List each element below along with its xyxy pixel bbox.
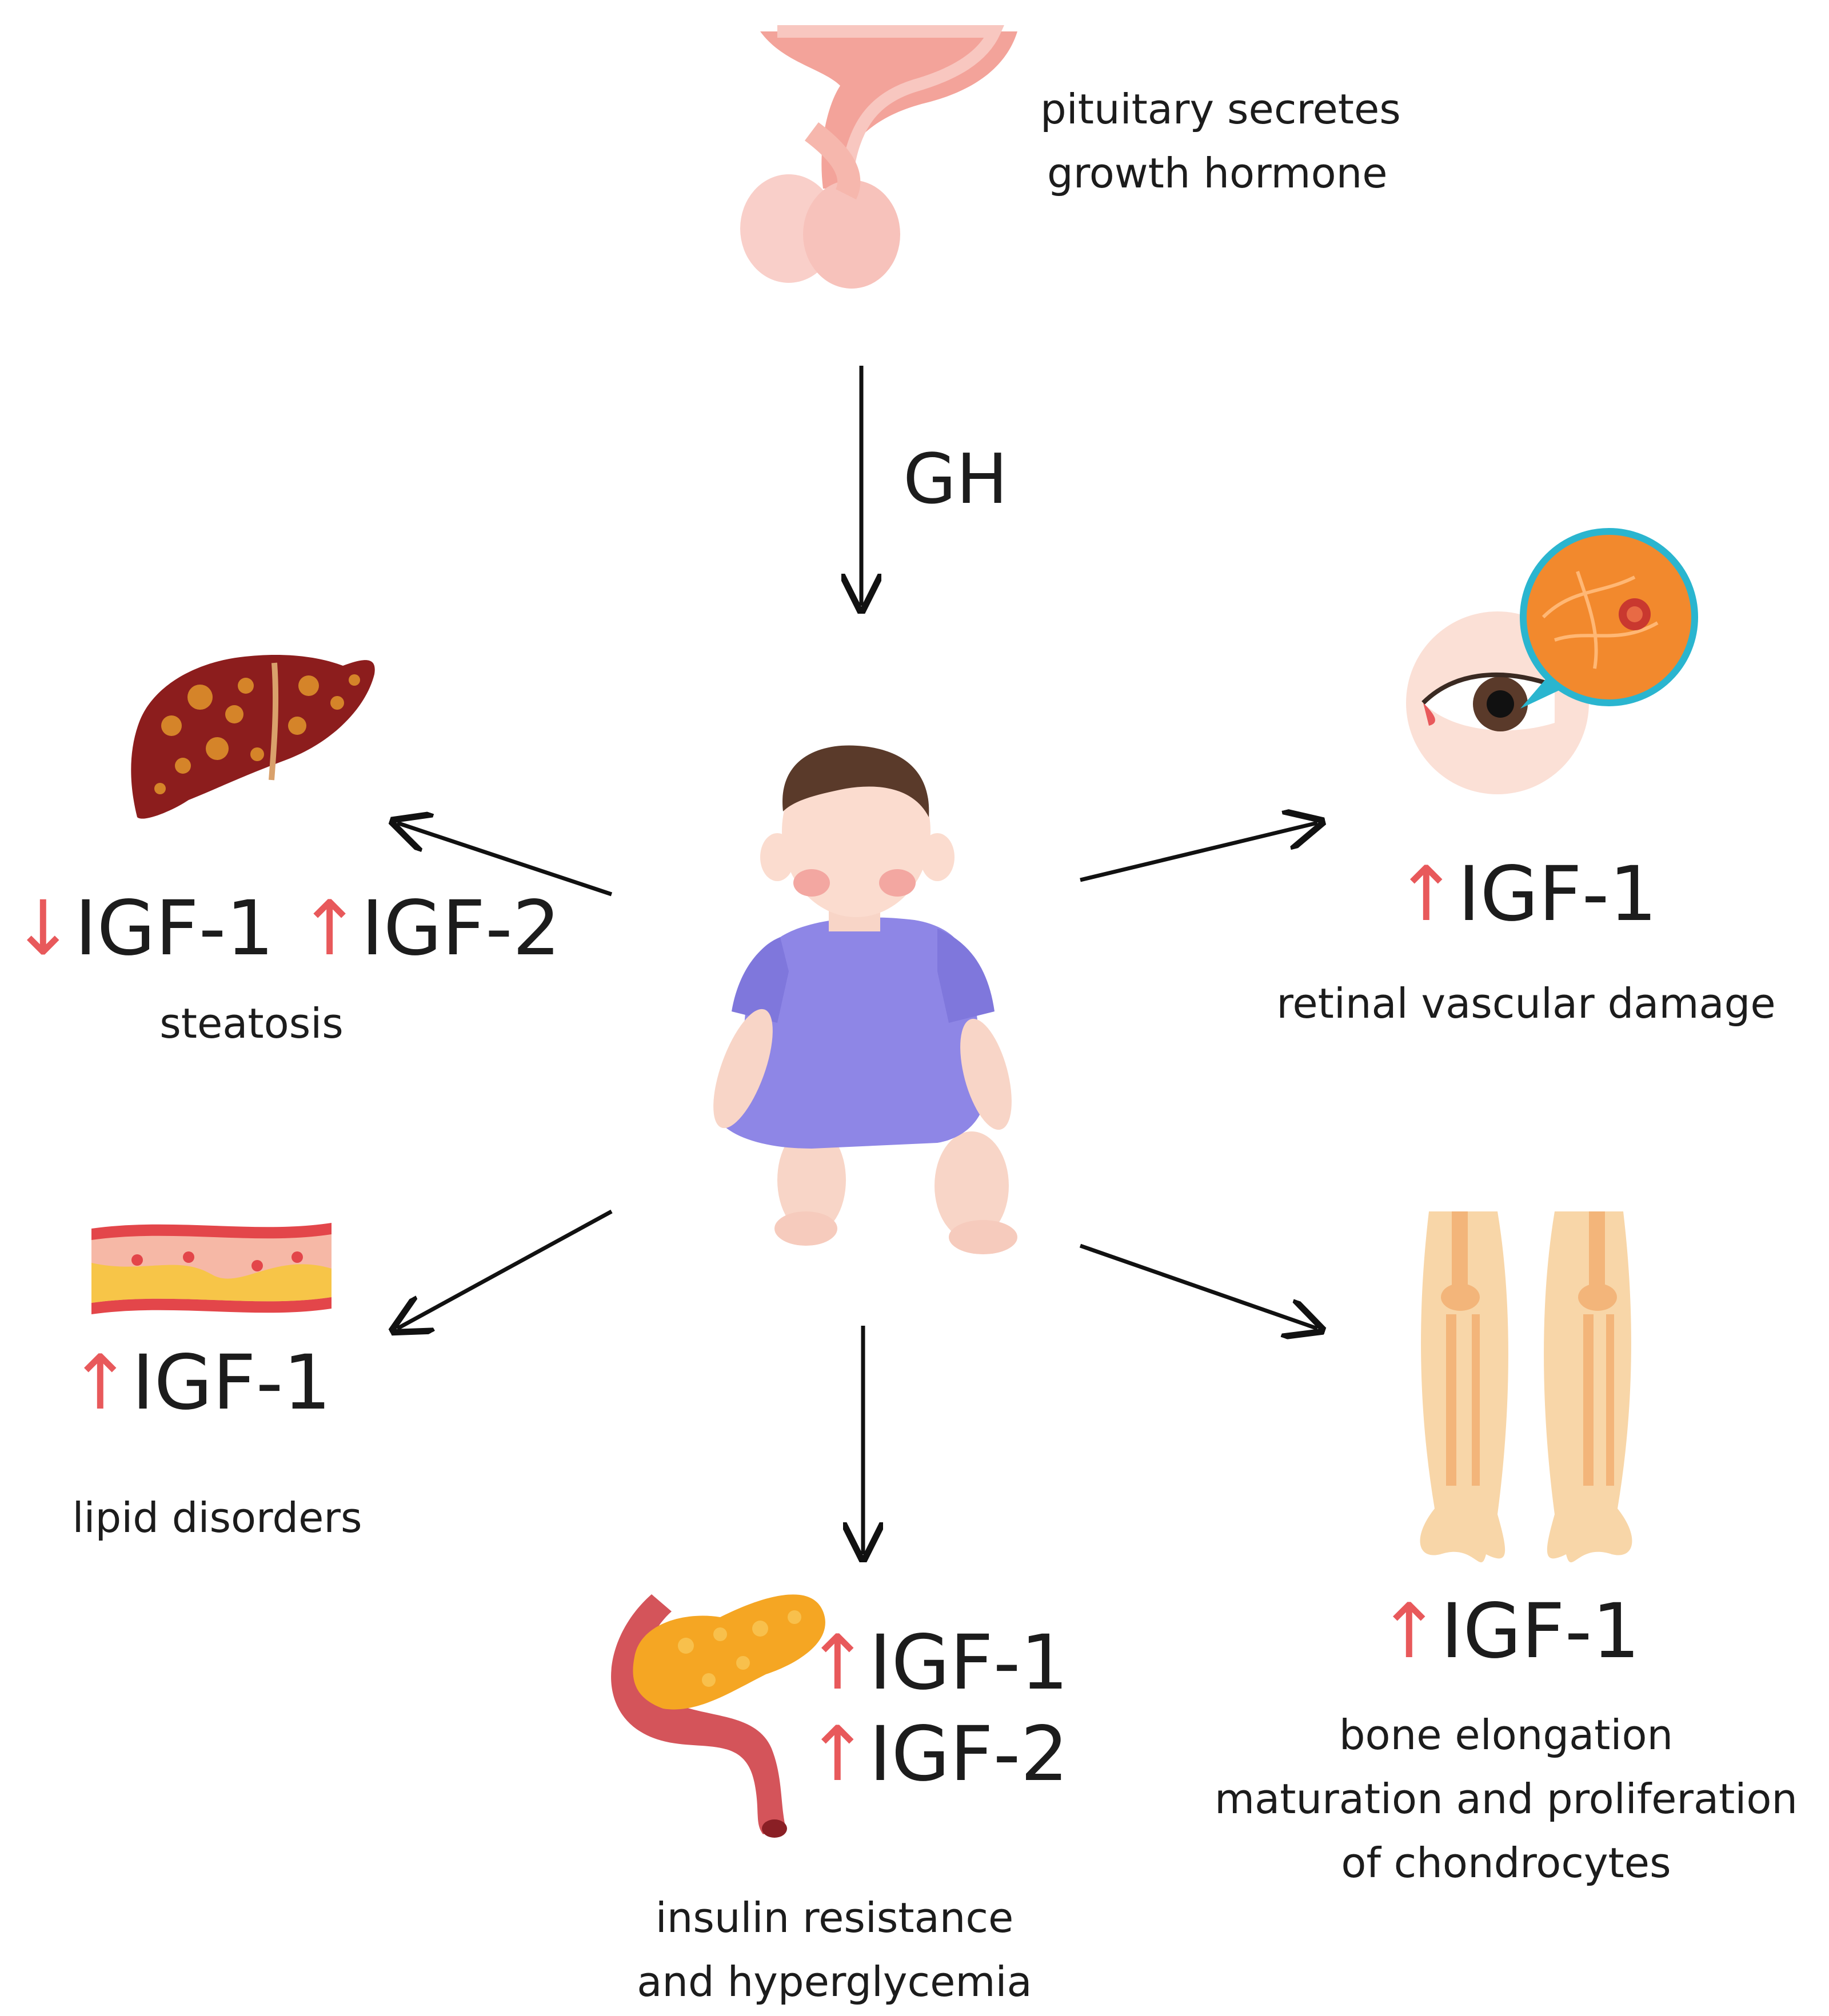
up-arrow-icon: ↑ (806, 1710, 869, 1798)
baby-icon (713, 745, 1017, 1254)
bones-marker-igf1: IGF-1 (1440, 1587, 1640, 1675)
pituitary-caption: pituitary secretes growth hormone (1040, 77, 1401, 205)
fatty-liver-icon (131, 654, 375, 819)
bones-caption-line3: of chondrocytes (1341, 1839, 1671, 1887)
down-arrow-icon: ↓ (11, 885, 75, 973)
pancreas-marker-igf1: IGF-1 (869, 1619, 1069, 1707)
liver-caption: steatosis (159, 999, 344, 1047)
pancreas-caption-line2: and hyperglycemia (637, 1958, 1032, 2006)
up-arrow-icon: ↑ (298, 885, 361, 973)
arrow-to-liver (397, 823, 613, 897)
pituitary-caption-line2: growth hormone (1047, 149, 1388, 197)
up-arrow-icon: ↑ (69, 1339, 132, 1427)
bones-caption: bone elongation maturation and prolifera… (1189, 1703, 1823, 1895)
bones-caption-line2: maturation and proliferation (1214, 1775, 1798, 1823)
pancreas-icon (611, 1594, 825, 1838)
pituitary-gland-icon (740, 25, 1017, 289)
artery-marker-igf1: IGF-1 (131, 1339, 332, 1427)
arrow-to-bones (1079, 1243, 1317, 1329)
liver-markers: ↓IGF-1 ↑IGF-2 (11, 886, 561, 971)
artery-caption: lipid disorders (72, 1494, 362, 1542)
eye-caption: retinal vascular damage (1276, 979, 1776, 1027)
pancreas-marker-igf2: IGF-2 (869, 1710, 1069, 1798)
leg-bones-icon (1420, 1211, 1632, 1563)
eye-markers: ↑IGF-1 (1395, 851, 1657, 937)
liver-marker-igf2: IGF-2 (361, 885, 561, 973)
up-arrow-icon: ↑ (1377, 1587, 1441, 1675)
arrow-to-eye (1080, 823, 1317, 882)
bones-markers: ↑IGF-1 (1377, 1589, 1640, 1674)
liver-marker-igf1: IGF-1 (74, 885, 274, 973)
up-arrow-icon: ↑ (806, 1619, 869, 1707)
eye-retina-icon (1406, 528, 1698, 794)
arrow-to-artery (397, 1209, 613, 1329)
pituitary-caption-line1: pituitary secretes (1040, 85, 1401, 133)
gh-label: GH (903, 440, 1008, 519)
pancreas-caption: insulin resistance and hyperglycemia (606, 1886, 1063, 2014)
artery-plaque-icon (91, 1223, 332, 1314)
up-arrow-icon: ↑ (1395, 850, 1458, 938)
pancreas-markers: ↑IGF-1 ↑IGF-2 (806, 1617, 1068, 1800)
eye-marker-igf1: IGF-1 (1457, 850, 1658, 938)
artery-markers: ↑IGF-1 (69, 1340, 331, 1426)
bones-caption-line1: bone elongation (1339, 1711, 1674, 1759)
pancreas-caption-line1: insulin resistance (655, 1894, 1014, 1942)
